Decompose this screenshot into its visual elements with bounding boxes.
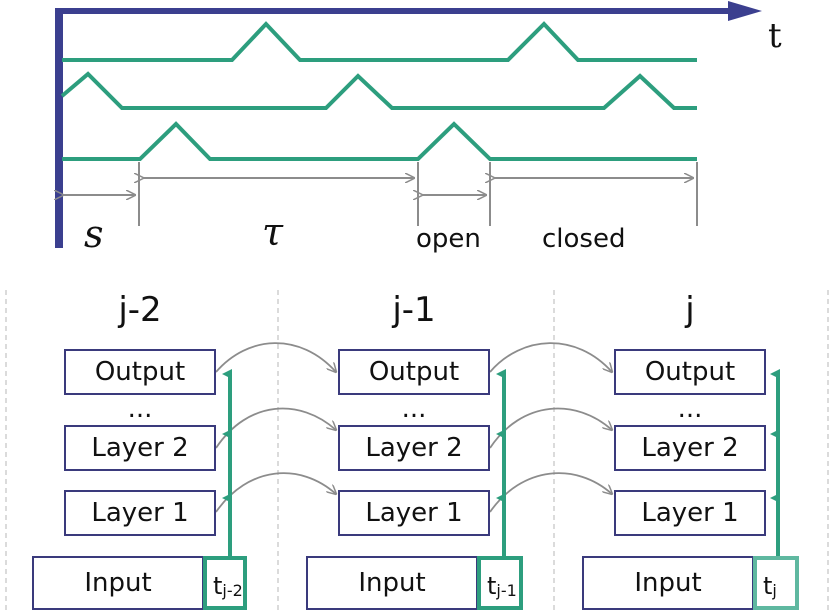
column-header-j: j <box>685 290 695 330</box>
time-gate-sub-j1: j-1 <box>496 581 517 600</box>
span-label-open: open <box>416 224 481 254</box>
connector-layer1-j2-j1 <box>215 472 336 513</box>
connector-output-j2-j1 <box>215 342 336 372</box>
layer2-box-j: Layer 2 <box>614 425 766 471</box>
connector-output-j1-j <box>489 342 612 372</box>
layer1-box-j1: Layer 1 <box>338 490 490 536</box>
input-box-j2: Input <box>32 556 204 610</box>
signal-trace-2 <box>60 71 697 110</box>
ellipsis-j: ... <box>677 394 703 424</box>
time-axis-arrowhead <box>728 1 762 21</box>
span-label-closed: closed <box>542 224 626 254</box>
signal-trace-1 <box>62 21 697 62</box>
ellipsis-j1: ... <box>401 394 427 424</box>
input-box-j1: Input <box>306 556 478 610</box>
output-box-j2: Output <box>64 349 216 395</box>
layer1-box-j2: Layer 1 <box>64 490 216 536</box>
layer2-box-j1: Layer 2 <box>338 425 490 471</box>
column-header-j2: j-2 <box>118 290 162 330</box>
span-label-tau: τ <box>262 210 284 254</box>
output-box-j: Output <box>614 349 766 395</box>
layer2-box-j2: Layer 2 <box>64 425 216 471</box>
time-gate-sub-j: j <box>772 581 777 600</box>
column-header-j1: j-1 <box>392 290 436 330</box>
span-ticks <box>138 162 698 226</box>
connector-layer2-j1-j <box>489 407 612 449</box>
time-axis-label: t <box>768 16 782 56</box>
connector-layer2-j2-j1 <box>215 407 336 449</box>
connector-layer1-j1-j <box>489 472 612 513</box>
input-box-j: Input <box>582 556 754 610</box>
output-box-j1: Output <box>338 349 490 395</box>
time-gate-label-j1: t <box>487 572 497 600</box>
time-gate-label-j: t <box>763 572 773 600</box>
layer1-box-j: Layer 1 <box>614 490 766 536</box>
ellipsis-j2: ... <box>127 394 153 424</box>
signal-trace-3 <box>62 121 697 161</box>
time-gate-sub-j2: j-2 <box>222 581 243 600</box>
time-gate-label-j2: t <box>213 572 223 600</box>
span-label-s: s <box>84 212 104 256</box>
